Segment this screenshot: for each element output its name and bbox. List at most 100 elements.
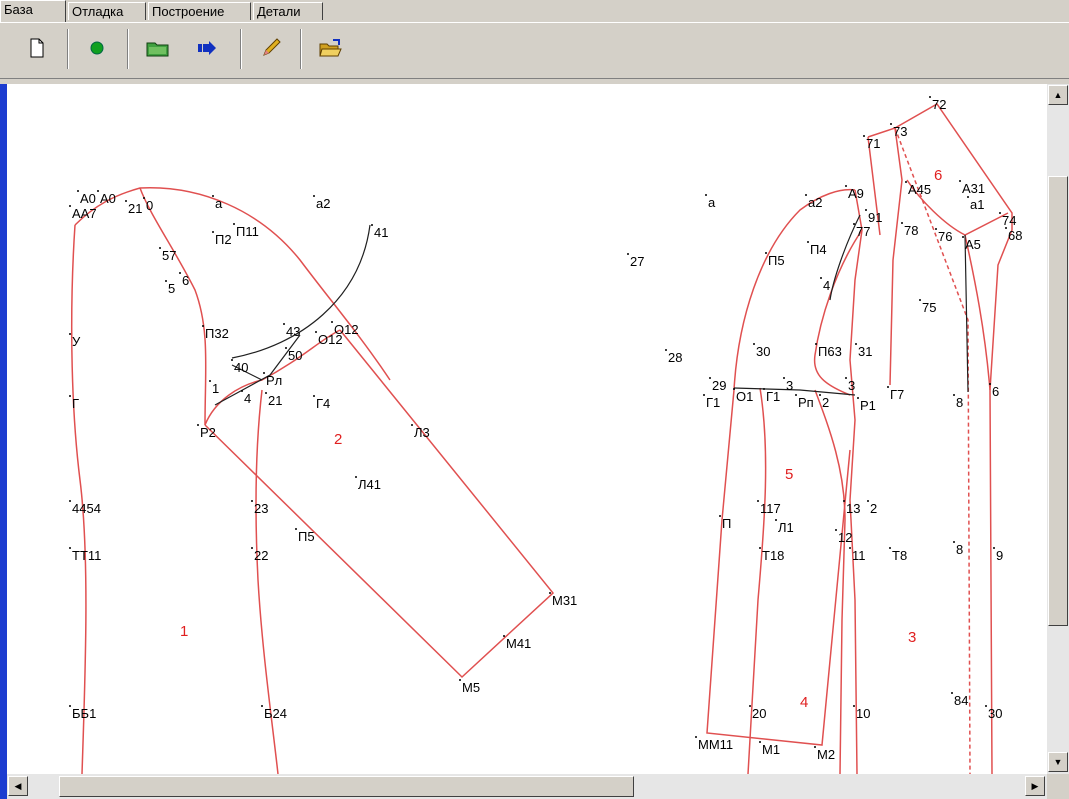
point-label: 30 — [756, 344, 770, 359]
record-button[interactable] — [84, 35, 110, 61]
point-marker — [905, 181, 907, 183]
point-label: 68 — [1008, 228, 1022, 243]
scroll-left-button[interactable]: ◀ — [8, 776, 28, 796]
point-label: 13 — [846, 501, 860, 516]
point-label: 41 — [374, 225, 388, 240]
point-marker — [459, 679, 461, 681]
export-button[interactable] — [194, 35, 220, 61]
point-marker — [159, 247, 161, 249]
point-label: 3 — [848, 378, 855, 393]
point-marker — [820, 277, 822, 279]
point-label: 31 — [858, 344, 872, 359]
point-label: 77 — [856, 224, 870, 239]
toolbar — [0, 22, 1069, 80]
scroll-down-button[interactable]: ▼ — [1048, 752, 1068, 772]
tab-base[interactable]: База — [0, 0, 66, 22]
point-label: 2 — [822, 395, 829, 410]
point-label: Л3 — [414, 425, 430, 440]
point-marker — [665, 349, 667, 351]
point-label: 71 — [866, 136, 880, 151]
point-label: Р1 — [860, 398, 876, 413]
piece-4-inner — [814, 389, 846, 774]
window-edge — [0, 84, 7, 799]
point-label: П63 — [818, 344, 842, 359]
horizontal-scrollbar[interactable]: ◀ ▶ — [7, 774, 1047, 799]
point-marker — [759, 547, 761, 549]
point-marker — [887, 386, 889, 388]
point-marker — [849, 547, 851, 549]
point-label: 91 — [868, 210, 882, 225]
piece-number: 2 — [334, 431, 342, 448]
horizontal-scroll-thumb[interactable] — [59, 776, 634, 797]
tab-debug[interactable]: Отладка — [68, 2, 146, 20]
point-marker — [835, 529, 837, 531]
point-label: Л1 — [778, 520, 794, 535]
point-marker — [733, 388, 735, 390]
folder-open-icon — [319, 39, 342, 57]
point-label: АА7 — [72, 206, 97, 221]
point-marker — [999, 212, 1001, 214]
vertical-scroll-thumb[interactable] — [1048, 176, 1068, 626]
point-label: П5 — [768, 253, 785, 268]
scroll-right-button[interactable]: ▶ — [1025, 776, 1045, 796]
pencil-button[interactable] — [258, 35, 284, 61]
point-marker — [212, 195, 214, 197]
point-label: У — [72, 334, 81, 349]
open-file-button[interactable] — [318, 35, 344, 61]
point-marker — [783, 377, 785, 379]
open-folder-button[interactable] — [145, 35, 171, 61]
point-marker — [69, 547, 71, 549]
point-marker — [77, 190, 79, 192]
point-label: М31 — [552, 593, 577, 608]
point-marker — [197, 424, 199, 426]
point-marker — [143, 197, 145, 199]
point-label: П11 — [236, 224, 259, 239]
point-label: Г4 — [316, 396, 330, 411]
point-label: 4 — [823, 278, 830, 293]
point-marker — [251, 500, 253, 502]
point-marker — [371, 224, 373, 226]
point-marker — [901, 222, 903, 224]
point-label: Г7 — [890, 387, 904, 402]
point-label: О1 — [736, 389, 753, 404]
point-marker — [814, 746, 816, 748]
new-document-button[interactable] — [24, 35, 50, 61]
point-label: 21 — [268, 393, 282, 408]
point-label: П5 — [298, 529, 315, 544]
piece-4-outline — [747, 387, 767, 774]
point-label: М5 — [462, 680, 480, 695]
tab-construction[interactable]: Построение — [148, 2, 251, 20]
point-marker — [411, 424, 413, 426]
scroll-up-button[interactable]: ▲ — [1048, 85, 1068, 105]
point-marker — [231, 359, 233, 361]
point-marker — [331, 321, 333, 323]
point-label: а2 — [808, 195, 822, 210]
tab-details[interactable]: Детали — [253, 2, 323, 20]
point-marker — [165, 280, 167, 282]
point-marker — [69, 705, 71, 707]
construction-segment — [829, 214, 969, 393]
point-label: П4 — [810, 242, 827, 257]
point-marker — [865, 209, 867, 211]
point-marker — [209, 380, 211, 382]
tab-bar: База Отладка Построение Детали — [0, 0, 1069, 22]
point-marker — [985, 705, 987, 707]
point-marker — [807, 241, 809, 243]
piece-1-neck — [74, 187, 391, 381]
point-label: Г1 — [706, 395, 720, 410]
construction-segment — [214, 334, 301, 406]
point-marker — [355, 476, 357, 478]
point-label: 73 — [893, 124, 907, 139]
point-label: Р2 — [200, 425, 216, 440]
point-label: А45 — [908, 182, 931, 197]
piece-3-side — [849, 189, 863, 774]
point-marker — [719, 515, 721, 517]
point-label: 8 — [956, 542, 963, 557]
point-label: П2 — [215, 232, 232, 247]
point-label: 40 — [234, 360, 248, 375]
point-marker — [765, 252, 767, 254]
point-marker — [261, 705, 263, 707]
vertical-scrollbar[interactable]: ▲ ▼ — [1047, 84, 1069, 774]
